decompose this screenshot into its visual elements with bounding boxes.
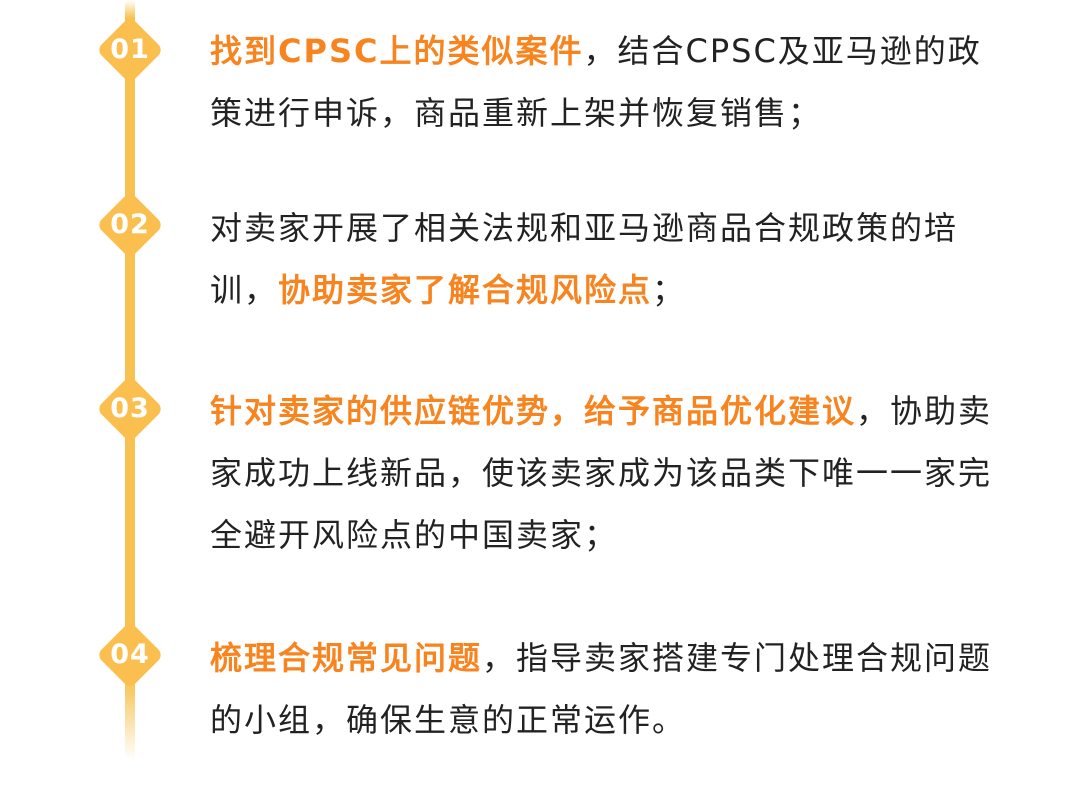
step-highlight: 协助卖家了解合规风险点 <box>278 271 653 309</box>
step-number: 04 <box>110 639 150 670</box>
step-text: 梳理合规常见问题，指导卖家搭建专门处理合规问题的小组，确保生意的正常运作。 <box>210 627 1000 751</box>
step-highlight: 找到CPSC上的类似案件 <box>210 32 584 70</box>
step-number: 03 <box>110 393 150 424</box>
step-badge: 02 <box>95 190 165 260</box>
step-number: 02 <box>110 209 150 240</box>
step-text: 针对卖家的供应链优势，给予商品优化建议，协助卖家成功上线新品，使该卖家成为该品类… <box>210 380 1000 566</box>
step-highlight: 针对卖家的供应链优势，给予商品优化建议 <box>210 392 857 430</box>
step-text: 对卖家开展了相关法规和亚马逊商品合规政策的培训，协助卖家了解合规风险点； <box>210 197 1000 321</box>
step-body: 对卖家开展了相关法规和亚马逊商品合规政策的培训， <box>210 209 959 309</box>
step-text: 找到CPSC上的类似案件，结合CPSC及亚马逊的政策进行申诉，商品重新上架并恢复… <box>210 20 1000 144</box>
step-badge: 03 <box>95 374 165 444</box>
step-number: 01 <box>110 34 150 65</box>
step-body-end: ； <box>652 271 687 309</box>
step-highlight: 梳理合规常见问题 <box>210 639 483 677</box>
step-badge: 01 <box>95 15 165 85</box>
step-body: ，结合CPSC及亚马逊的政策进行申诉，商品重新上架并恢复销售； <box>210 32 982 132</box>
step-body: ，指导卖家搭建专门处理合规问题的小组，确保生意的正常运作。 <box>210 639 993 739</box>
step-body: ，协助卖家成功上线新品，使该卖家成为该品类下唯一一家完全避开风险点的中国卖家； <box>210 392 993 554</box>
step-badge: 04 <box>95 620 165 690</box>
